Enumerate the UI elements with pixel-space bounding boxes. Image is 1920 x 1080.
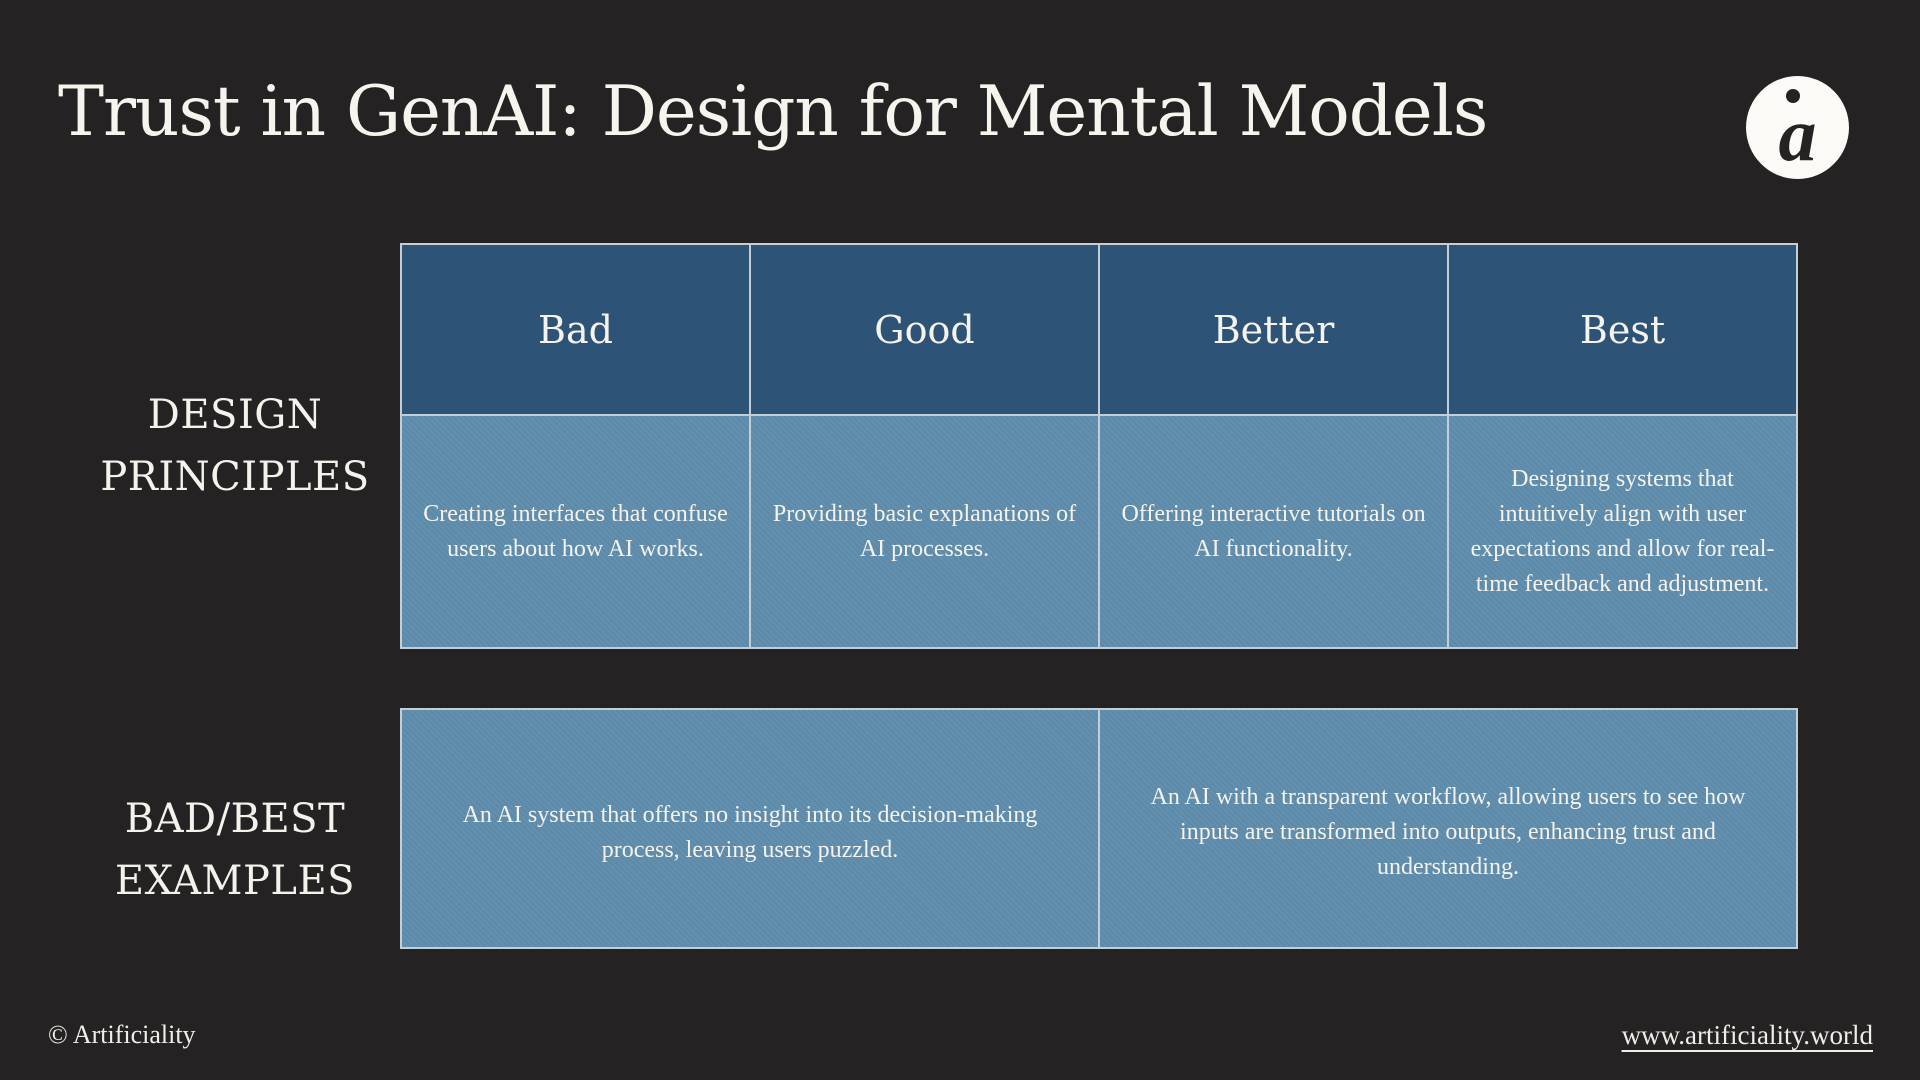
column-header-good: Good — [751, 245, 1098, 414]
examples-table: An AI system that offers no insight into… — [400, 708, 1798, 949]
artificiality-logo: a — [1746, 76, 1849, 179]
row-label-design-principles-text: DESIGN PRINCIPLES — [100, 392, 370, 500]
column-header-best: Best — [1449, 245, 1796, 414]
column-header-bad: Bad — [402, 245, 749, 414]
copyright-text: © Artificiality — [48, 1020, 196, 1049]
design-principles-table: Bad Good Better Best Creating interfaces… — [400, 243, 1798, 649]
principle-cell-good: Providing basic explanations of AI proce… — [751, 416, 1098, 647]
row-label-bad-best-examples: BAD/BEST EXAMPLES — [0, 708, 400, 951]
website-link[interactable]: www.artificiality.world — [1621, 1020, 1873, 1050]
principle-cell-best: Designing systems that intuitively align… — [1449, 416, 1796, 647]
column-header-better: Better — [1100, 245, 1447, 414]
principle-cell-bad: Creating interfaces that confuse users a… — [402, 416, 749, 647]
example-cell-bad: An AI system that offers no insight into… — [402, 710, 1098, 947]
logo-dot-icon — [1786, 89, 1800, 103]
example-cell-best: An AI with a transparent workflow, allow… — [1100, 710, 1796, 947]
page-title: Trust in GenAI: Design for Mental Models — [58, 72, 1488, 152]
row-label-bad-best-examples-text: BAD/BEST EXAMPLES — [114, 795, 356, 904]
row-label-design-principles: DESIGN PRINCIPLES — [0, 243, 400, 649]
principle-cell-better: Offering interactive tutorials on AI fun… — [1100, 416, 1447, 647]
logo-letter-a-icon: a — [1778, 93, 1817, 177]
